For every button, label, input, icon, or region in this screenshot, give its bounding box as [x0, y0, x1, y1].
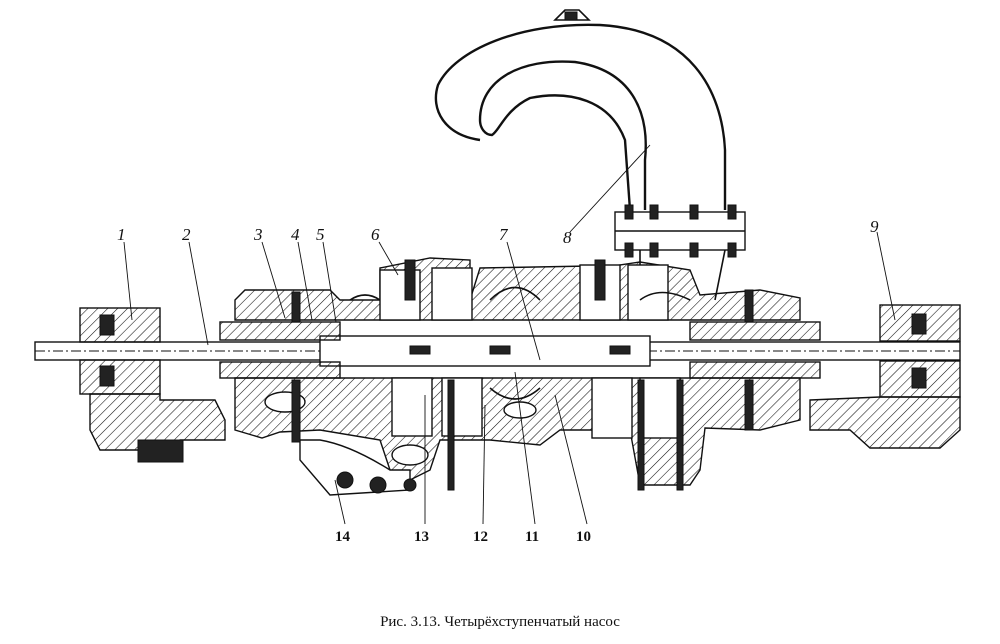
part-label-10: 10 [576, 529, 591, 545]
leader-lines [123, 144, 896, 525]
part-label-8: 8 [563, 228, 572, 247]
part-label-11: 11 [525, 529, 539, 545]
part-label-4: 4 [291, 225, 300, 244]
part-label-5: 5 [316, 225, 325, 244]
part-numbers: 1 2 3 4 5 6 7 8 9 10 11 12 13 14 [117, 217, 879, 545]
part-label-3: 3 [253, 225, 263, 244]
right-bearing-housing [809, 304, 961, 449]
discharge-flange [614, 204, 746, 301]
part-label-13: 13 [414, 529, 429, 545]
part-label-2: 2 [182, 225, 191, 244]
part-label-7: 7 [499, 225, 509, 244]
pump-shaft [34, 321, 961, 379]
pump-cross-section-drawing: 1 2 3 4 5 6 7 8 9 10 11 12 13 14 [34, 9, 961, 545]
left-bearing-housing [79, 307, 226, 463]
part-label-9: 9 [870, 217, 879, 236]
casing-bolts [291, 259, 754, 494]
part-label-6: 6 [371, 225, 380, 244]
part-label-12: 12 [473, 529, 488, 545]
part-label-14: 14 [335, 529, 351, 545]
figure-caption: Рис. 3.13. Четырёхступенчатый насос [380, 614, 620, 630]
part-label-1: 1 [117, 225, 126, 244]
discharge-pipe [434, 9, 727, 211]
